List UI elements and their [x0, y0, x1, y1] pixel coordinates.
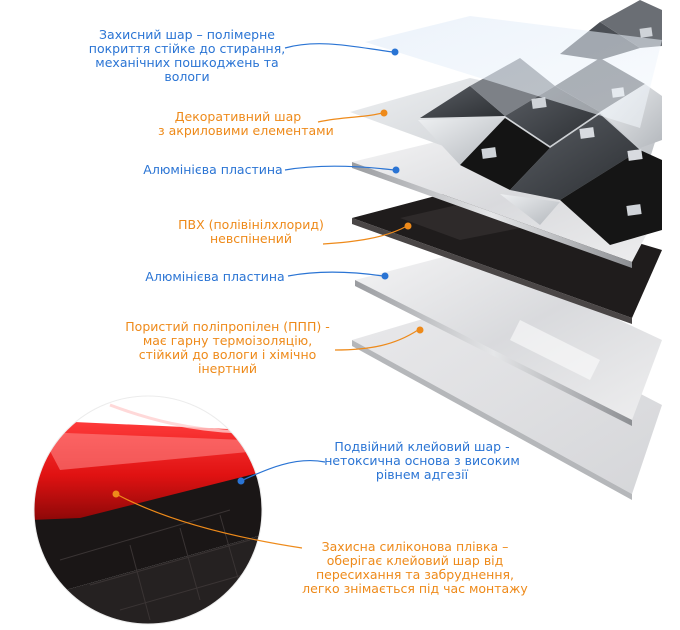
callout-line-protective — [284, 43, 394, 53]
callout-dot-pvc — [404, 222, 412, 230]
callout-dot-adhesive — [237, 477, 245, 485]
callout-dot-protective — [391, 48, 399, 56]
polypropylene-layer — [352, 305, 662, 500]
callout-line-adhesive — [242, 460, 326, 481]
callout-line-decorative — [317, 112, 383, 123]
label-pvc: ПВХ (полівінілхлорид) невспінений — [176, 218, 326, 246]
label-line: з акриловими елементами — [158, 123, 334, 138]
label-line: механічних пошкоджень та — [95, 55, 279, 70]
protective-clear-layer — [365, 16, 662, 128]
label-line: легко знімається під час монтажу — [302, 581, 528, 596]
label-aluminium-2: Алюмінієва пластина — [140, 270, 290, 284]
label-line: оберігає клейовий шар від — [326, 553, 504, 568]
callout-dot-aluminium2 — [381, 272, 389, 280]
callout-dot-aluminium1 — [392, 166, 400, 174]
callout-line-pvc — [322, 225, 408, 245]
label-line: Алюмінієва пластина — [145, 269, 285, 284]
label-line: стійкий до вологи і хімічно — [138, 347, 317, 362]
label-polypropylene: Пористий поліпропілен (ППП) - має гарну … — [120, 320, 335, 376]
label-line: нетоксична основа з високим — [324, 453, 520, 468]
magnified-film-circle — [33, 395, 263, 625]
callout-dots — [112, 48, 424, 498]
label-line: вологи — [164, 69, 210, 84]
callout-line-aluminium2 — [287, 271, 384, 277]
callout-line-polypropylene — [334, 329, 419, 351]
callout-dot-silicone — [112, 490, 120, 498]
label-line: має гарну термоізоляцію, — [142, 333, 313, 348]
label-line: Захисна силіконова плівка – — [321, 539, 509, 554]
label-line: Алюмінієва пластина — [143, 162, 283, 177]
label-line: невспінений — [209, 231, 293, 246]
callout-dot-decorative — [380, 109, 388, 117]
callout-line-silicone — [117, 494, 303, 549]
label-line: інертний — [198, 361, 257, 376]
label-line: ПВХ (полівінілхлорид) — [178, 217, 324, 232]
label-line: пересихання та забруднення, — [316, 567, 514, 582]
label-line: Подвійний клейовий шар - — [334, 439, 510, 454]
label-aluminium-1: Алюмінієва пластина — [138, 163, 288, 177]
callout-dot-polypropylene — [416, 326, 424, 334]
label-line: Пористий поліпропілен (ППП) - — [125, 319, 330, 334]
label-line: покриття стійке до стирання, — [88, 41, 286, 56]
label-adhesive: Подвійний клейовий шар - нетоксична осно… — [322, 440, 522, 482]
label-decorative: Декоративний шар з акриловими елементами — [158, 109, 334, 138]
label-protective: Захисний шар – полімерне покриття стійке… — [82, 28, 292, 84]
pvc-layer — [352, 190, 662, 324]
callout-line-aluminium1 — [284, 165, 395, 171]
label-line: Декоративний шар — [174, 109, 302, 124]
label-line: Захисний шар – полімерне — [99, 27, 275, 42]
label-line: рівнем адгезії — [375, 467, 469, 482]
aluminium-plate-2 — [355, 250, 662, 426]
callout-lines — [117, 43, 419, 549]
label-silicone: Захисна силіконова плівка – оберігає кле… — [300, 540, 530, 596]
